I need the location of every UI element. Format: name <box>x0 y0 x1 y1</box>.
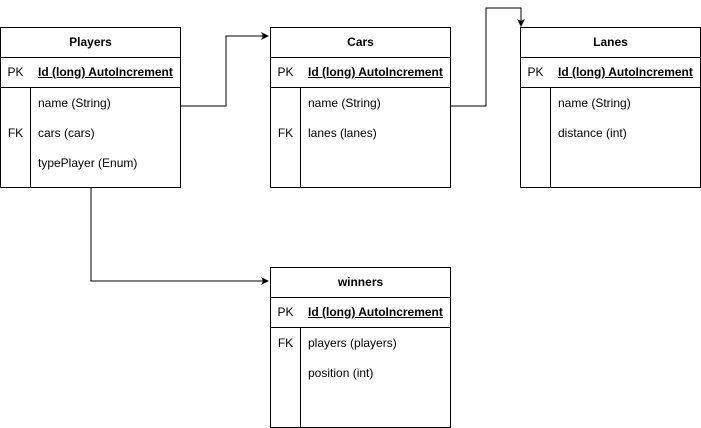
primary-key-row[interactable]: PK Id (long) AutoIncrement <box>521 58 700 88</box>
key-column <box>271 88 301 188</box>
entity-title: winners <box>271 268 450 298</box>
key-column <box>1 88 31 188</box>
attribute-key: FK <box>277 126 294 140</box>
attribute-list: name (String) FK cars (cars) typePlayer … <box>1 88 180 188</box>
primary-key-row[interactable]: PK Id (long) AutoIncrement <box>1 58 180 88</box>
primary-key-name: Id (long) AutoIncrement <box>308 305 443 319</box>
attribute-name: name (String) <box>558 96 631 110</box>
attribute-name: distance (int) <box>558 126 627 140</box>
attribute-key <box>271 88 300 118</box>
entity-lanes[interactable]: Lanes PK Id (long) AutoIncrement name (S… <box>520 27 701 188</box>
key-label: PK <box>7 65 24 79</box>
entity-players[interactable]: Players PK Id (long) AutoIncrement name … <box>0 27 181 188</box>
primary-key-row[interactable]: PK Id (long) AutoIncrement <box>271 58 450 88</box>
attribute-list: name (String) FK lanes (lanes) <box>271 88 450 188</box>
attribute-key <box>271 358 300 388</box>
primary-key-name: Id (long) AutoIncrement <box>308 65 443 79</box>
key-column <box>271 328 301 428</box>
key-column <box>521 88 551 188</box>
attribute-list: name (String) distance (int) <box>521 88 700 188</box>
attribute-list: FK players (players) position (int) <box>271 328 450 428</box>
attribute-name: position (int) <box>308 366 374 380</box>
connector-players-cars[interactable] <box>181 32 269 107</box>
attribute-key: FK <box>7 126 24 140</box>
attribute-key <box>1 148 30 178</box>
attribute-key <box>521 118 550 148</box>
primary-key-name: Id (long) AutoIncrement <box>38 65 173 79</box>
entity-title: Lanes <box>521 28 700 58</box>
attribute-key <box>1 88 30 118</box>
attribute-name: name (String) <box>38 96 111 110</box>
attribute-name: name (String) <box>308 96 381 110</box>
primary-key-name: Id (long) AutoIncrement <box>558 65 693 79</box>
attribute-key <box>521 88 550 118</box>
attribute-name: players (players) <box>308 336 397 350</box>
primary-key-row[interactable]: PK Id (long) AutoIncrement <box>271 298 450 328</box>
attribute-key: FK <box>277 336 294 350</box>
entity-title: Cars <box>271 28 450 58</box>
entity-cars[interactable]: Cars PK Id (long) AutoIncrement name (St… <box>270 27 451 188</box>
attribute-name: typePlayer (Enum) <box>38 156 138 170</box>
connector-players-winners[interactable] <box>90 187 269 285</box>
entity-winners[interactable]: winners PK Id (long) AutoIncrement FK pl… <box>270 267 451 428</box>
key-label: PK <box>277 305 294 319</box>
attribute-name: cars (cars) <box>38 126 95 140</box>
attribute-name: lanes (lanes) <box>308 126 377 140</box>
key-label: PK <box>527 65 544 79</box>
connector-cars-lanes[interactable] <box>451 7 525 107</box>
key-label: PK <box>277 65 294 79</box>
entity-title: Players <box>1 28 180 58</box>
